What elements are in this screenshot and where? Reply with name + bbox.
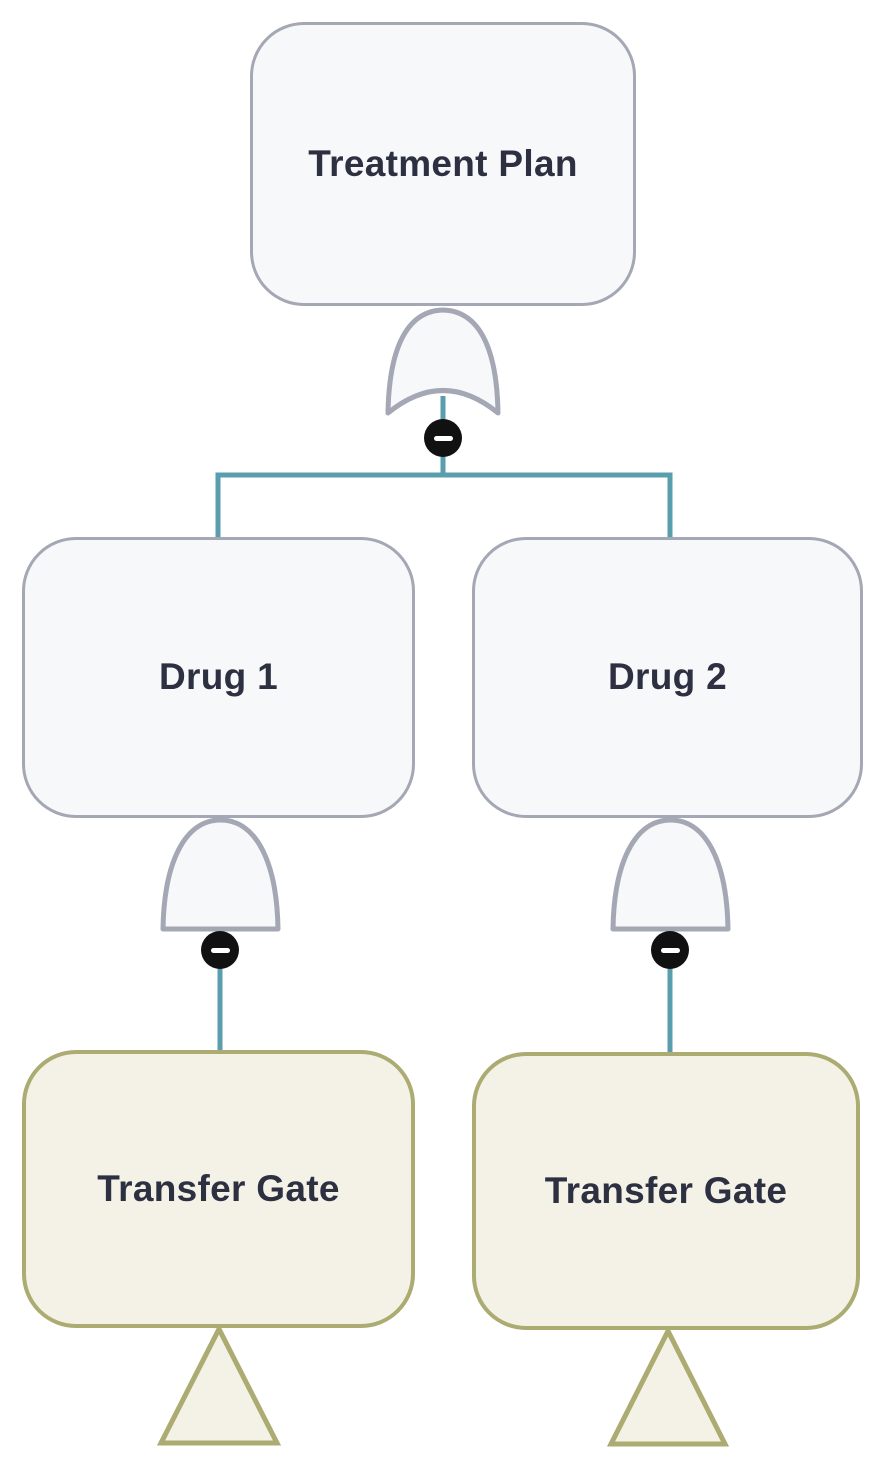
transfer-triangle-left[interactable] — [156, 1323, 282, 1446]
and-gate-symbol-right[interactable] — [610, 817, 731, 932]
or-gate-symbol[interactable] — [385, 307, 501, 416]
minus-icon — [433, 435, 453, 441]
node-transfer-gate-1-label: Transfer Gate — [97, 1167, 340, 1209]
node-drug-2[interactable]: Drug 2 — [472, 537, 863, 818]
minus-icon — [210, 947, 230, 953]
collapse-button-root[interactable] — [424, 419, 462, 457]
node-treatment-plan-label: Treatment Plan — [308, 142, 578, 184]
minus-icon — [660, 947, 680, 953]
node-transfer-gate-2[interactable]: Transfer Gate — [472, 1052, 860, 1330]
collapse-button-drug-1[interactable] — [201, 931, 239, 969]
node-transfer-gate-1[interactable]: Transfer Gate — [22, 1050, 415, 1328]
node-treatment-plan[interactable]: Treatment Plan — [250, 22, 636, 306]
transfer-triangle-right[interactable] — [606, 1325, 730, 1447]
collapse-button-drug-2[interactable] — [651, 931, 689, 969]
node-transfer-gate-2-label: Transfer Gate — [544, 1169, 788, 1211]
node-drug-2-label: Drug 2 — [608, 656, 727, 698]
node-drug-1[interactable]: Drug 1 — [22, 537, 415, 818]
and-gate-symbol-left[interactable] — [160, 817, 281, 932]
node-drug-1-label: Drug 1 — [159, 656, 278, 698]
